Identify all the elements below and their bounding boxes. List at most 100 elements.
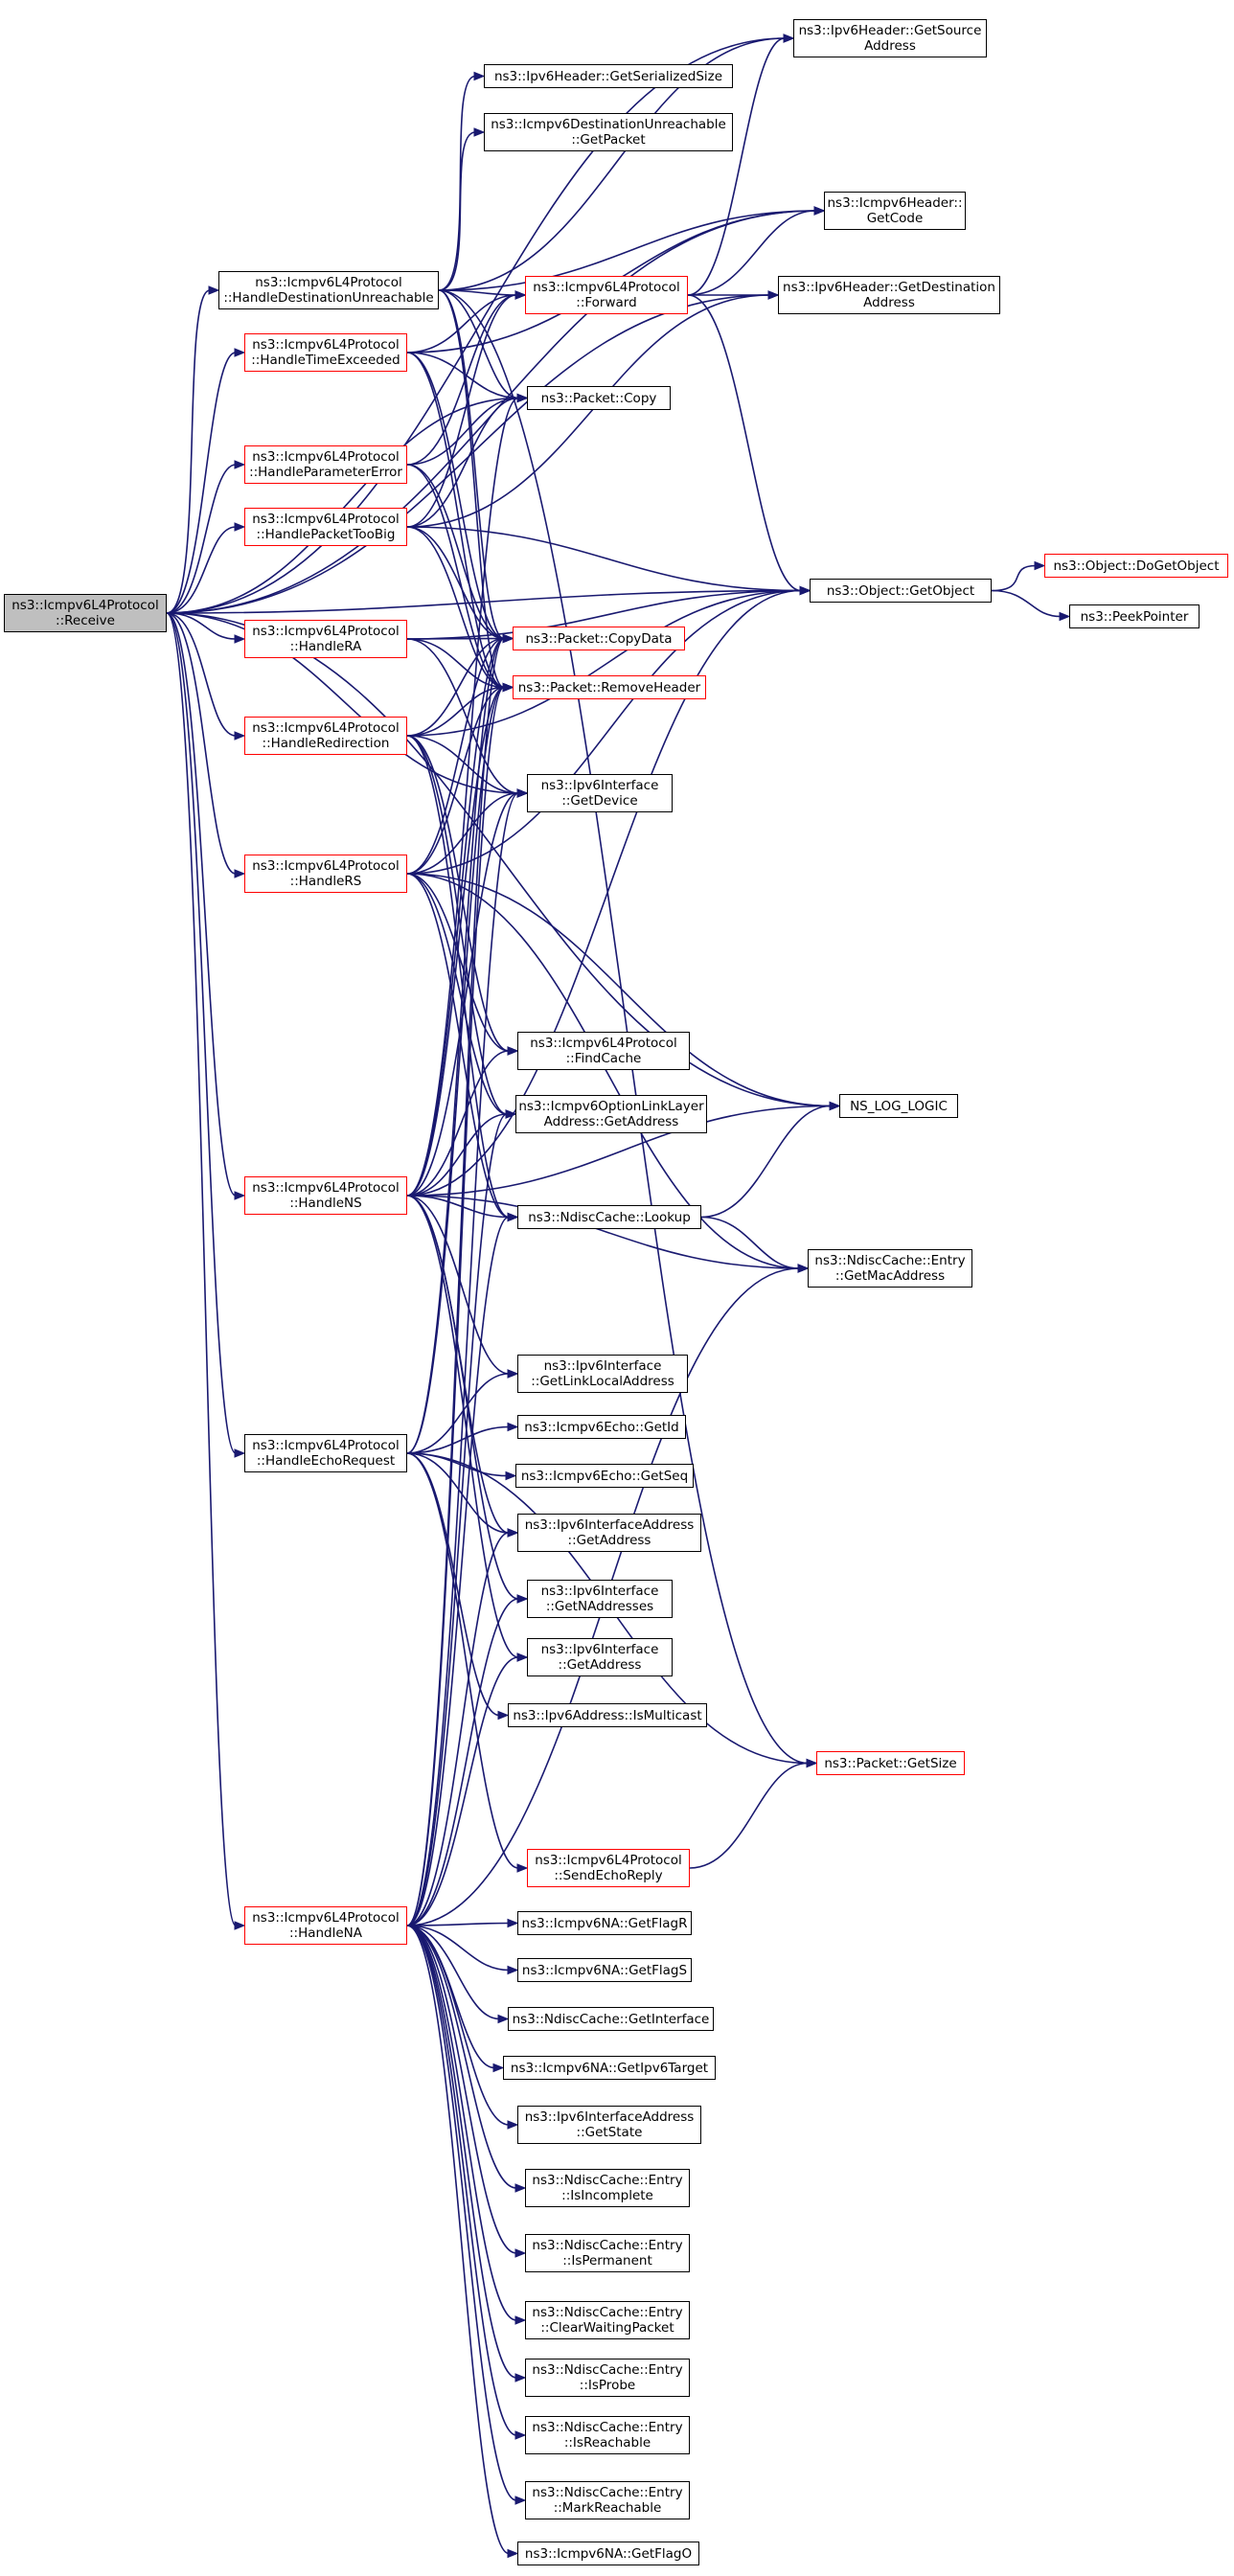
arrowhead-handle_na-to-na_get_flag_s	[507, 1965, 519, 1975]
node-ns-log-logic[interactable]: NS_LOG_LOGIC	[839, 1094, 958, 1118]
arrowhead-handle_na-to-entry_is_probe	[514, 2373, 527, 2382]
node-handle-param-error[interactable]: ns3::Icmpv6L4Protocol ::HandleParameterE…	[244, 445, 407, 484]
edge-receive-to-handle_param_error	[166, 464, 237, 614]
node-ipv6ifaddr-get-state[interactable]: ns3::Ipv6InterfaceAddress ::GetState	[517, 2106, 701, 2144]
arrowhead-receive-to-handle_ns	[234, 1191, 246, 1200]
node-receive: ns3::Icmpv6L4Protocol ::Receive	[4, 594, 167, 632]
node-icmpv6hdr-get-code[interactable]: ns3::Icmpv6Header:: GetCode	[824, 192, 966, 230]
node-handle-time-exceeded[interactable]: ns3::Icmpv6L4Protocol ::HandleTimeExceed…	[244, 333, 407, 372]
edge-object_get_object-to-peek_pointer	[991, 589, 1062, 618]
node-packet-get-size[interactable]: ns3::Packet::GetSize	[816, 1751, 965, 1775]
node-forward[interactable]: ns3::Icmpv6L4Protocol ::Forward	[525, 276, 688, 314]
node-echo-get-id[interactable]: ns3::Icmpv6Echo::GetId	[517, 1415, 686, 1439]
edge-handle_ns-to-opt_link_layer_get_address	[406, 1113, 508, 1197]
node-icmpv6-dest-unreach-get-packet[interactable]: ns3::Icmpv6DestinationUnreachable ::GetP…	[484, 113, 733, 151]
edge-handle_na-to-entry_is_reachable	[406, 1925, 517, 2436]
edge-handle_rs-to-packet_copy_data	[406, 637, 505, 875]
node-packet-copy-data[interactable]: ns3::Packet::CopyData	[513, 627, 685, 650]
edge-receive-to-handle_ns	[166, 612, 237, 1197]
edge-receive-to-handle_echo_req	[166, 612, 237, 1454]
node-na-get-flag-r[interactable]: ns3::Icmpv6NA::GetFlagR	[517, 1911, 692, 1935]
edge-forward-to-icmpv6hdr_get_code	[687, 210, 816, 296]
node-packet-copy[interactable]: ns3::Packet::Copy	[527, 386, 671, 410]
arrowhead-forward-to-ipv6hdr_get_dest	[767, 290, 780, 300]
node-ipv6if-get-device[interactable]: ns3::Ipv6Interface ::GetDevice	[527, 774, 673, 812]
node-handle-ra[interactable]: ns3::Icmpv6L4Protocol ::HandleRA	[244, 620, 407, 658]
node-ndisc-lookup[interactable]: ns3::NdiscCache::Lookup	[517, 1205, 701, 1229]
arrowhead-handle_dest_unreach-to-ipv6hdr_get_serialized	[473, 71, 486, 81]
edge-handle_na-to-ndisc_lookup	[406, 1216, 510, 1926]
edge-handle_ns-to-packet_copy_data	[406, 637, 505, 1197]
edge-handle_dest_unreach-to-icmpv6_dest_unreach_get_packet	[438, 131, 476, 291]
arrowhead-receive-to-handle_ra	[234, 634, 246, 644]
node-handle-redirection[interactable]: ns3::Icmpv6L4Protocol ::HandleRedirectio…	[244, 717, 407, 755]
arrowhead-handle_na-to-ipv6if_get_address	[516, 1653, 529, 1662]
edge-receive-to-handle_pkt_too_big	[166, 526, 237, 614]
arrowhead-ndisc_lookup-to-ns_log_logic	[829, 1101, 841, 1111]
edge-handle_redirection-to-packet_remove_header	[406, 686, 505, 737]
edge-handle_ns-to-ndisc_entry_get_mac	[406, 1195, 800, 1269]
edge-handle_rs-to-find_cache	[406, 873, 510, 1052]
node-ipv6ifaddr-get-address[interactable]: ns3::Ipv6InterfaceAddress ::GetAddress	[517, 1514, 701, 1552]
node-na-get-flag-s[interactable]: ns3::Icmpv6NA::GetFlagS	[517, 1958, 692, 1982]
node-entry-is-reachable[interactable]: ns3::NdiscCache::Entry ::IsReachable	[525, 2416, 690, 2454]
node-echo-get-seq[interactable]: ns3::Icmpv6Echo::GetSeq	[515, 1464, 694, 1488]
arrowhead-send_echo_reply-to-packet_get_size	[806, 1758, 818, 1768]
node-entry-is-probe[interactable]: ns3::NdiscCache::Entry ::IsProbe	[525, 2359, 690, 2397]
node-ipv6hdr-get-serialized[interactable]: ns3::Ipv6Header::GetSerializedSize	[484, 64, 733, 88]
node-packet-remove-header[interactable]: ns3::Packet::RemoveHeader	[513, 675, 706, 699]
node-handle-echo-req[interactable]: ns3::Icmpv6L4Protocol ::HandleEchoReques…	[244, 1434, 407, 1472]
edge-handle_rs-to-opt_link_layer_get_address	[406, 873, 508, 1115]
node-send-echo-reply[interactable]: ns3::Icmpv6L4Protocol ::SendEchoReply	[527, 1849, 690, 1887]
edge-handle_na-to-packet_remove_header	[406, 686, 505, 1926]
edge-handle_na-to-entry_is_probe	[406, 1925, 517, 2379]
node-ndisc-get-interface[interactable]: ns3::NdiscCache::GetInterface	[508, 2007, 714, 2031]
node-ipv6if-get-address[interactable]: ns3::Ipv6Interface ::GetAddress	[527, 1638, 673, 1676]
node-ipv6hdr-get-dest[interactable]: ns3::Ipv6Header::GetDestination Address	[778, 276, 1000, 314]
arrowhead-receive-to-handle_na	[234, 1921, 246, 1930]
node-peek-pointer[interactable]: ns3::PeekPointer	[1069, 604, 1200, 628]
node-object-get-object[interactable]: ns3::Object::GetObject	[810, 579, 992, 603]
node-ipv6hdr-get-source[interactable]: ns3::Ipv6Header::GetSource Address	[793, 19, 987, 57]
edge-handle_time_exceeded-to-packet_remove_header	[406, 352, 505, 689]
arrowhead-forward-to-object_get_object	[799, 585, 811, 596]
node-handle-na[interactable]: ns3::Icmpv6L4Protocol ::HandleNA	[244, 1906, 407, 1945]
edge-handle_na-to-na_get_flag_s	[406, 1925, 510, 1972]
node-handle-pkt-too-big[interactable]: ns3::Icmpv6L4Protocol ::HandlePacketTooB…	[244, 508, 407, 546]
node-ipv6addr-is-multicast[interactable]: ns3::Ipv6Address::IsMulticast	[508, 1703, 707, 1727]
edge-handle_dest_unreach-to-packet_remove_header	[438, 289, 505, 689]
node-ipv6if-get-link-local[interactable]: ns3::Ipv6Interface ::GetLinkLocalAddress	[517, 1355, 688, 1393]
edge-ndisc_lookup-to-ndisc_entry_get_mac	[700, 1216, 800, 1269]
arrowhead-handle_na-to-entry_clear_waiting	[514, 2315, 527, 2325]
node-entry-clear-waiting[interactable]: ns3::NdiscCache::Entry ::ClearWaitingPac…	[525, 2301, 690, 2339]
edge-handle_redirection-to-ipv6if_get_device	[406, 735, 519, 794]
edge-handle_redirection-to-packet_copy_data	[406, 637, 505, 737]
arrowhead-handle_na-to-packet_remove_header	[502, 682, 514, 693]
node-entry-is-permanent[interactable]: ns3::NdiscCache::Entry ::IsPermanent	[525, 2234, 690, 2272]
node-handle-rs[interactable]: ns3::Icmpv6L4Protocol ::HandleRS	[244, 855, 407, 893]
node-handle-dest-unreach[interactable]: ns3::Icmpv6L4Protocol ::HandleDestinatio…	[218, 271, 439, 309]
edge-handle_na-to-ndisc_get_interface	[406, 1925, 500, 2020]
edge-handle_dest_unreach-to-packet_get_size	[438, 289, 809, 1765]
node-entry-mark-reachable[interactable]: ns3::NdiscCache::Entry ::MarkReachable	[525, 2481, 690, 2519]
arrowhead-ndisc_lookup-to-ndisc_entry_get_mac	[797, 1264, 810, 1273]
node-entry-is-incomplete[interactable]: ns3::NdiscCache::Entry ::IsIncomplete	[525, 2169, 690, 2207]
edge-handle_dest_unreach-to-packet_copy_data	[438, 289, 505, 640]
node-na-get-ipv6-target[interactable]: ns3::Icmpv6NA::GetIpv6Target	[503, 2056, 716, 2080]
arrowhead-handle_na-to-ndisc_get_interface	[497, 2014, 510, 2024]
edge-handle_na-to-entry_mark_reachable	[406, 1925, 517, 2501]
edge-receive-to-packet_copy	[166, 397, 519, 614]
arrowhead-handle_echo_req-to-ipv6if_get_link_local	[507, 1369, 519, 1379]
arrowhead-forward-to-ipv6hdr_get_source	[783, 34, 795, 43]
node-ipv6if-get-naddresses[interactable]: ns3::Ipv6Interface ::GetNAddresses	[527, 1580, 673, 1618]
node-object-do-get-object[interactable]: ns3::Object::DoGetObject	[1044, 554, 1228, 578]
node-handle-ns[interactable]: ns3::Icmpv6L4Protocol ::HandleNS	[244, 1176, 407, 1215]
arrowhead-handle_echo_req-to-echo_get_seq	[505, 1470, 517, 1481]
edge-ndisc_lookup-to-ns_log_logic	[700, 1105, 832, 1219]
edge-handle_ns-to-ipv6if_get_link_local	[406, 1195, 510, 1375]
node-find-cache[interactable]: ns3::Icmpv6L4Protocol ::FindCache	[517, 1032, 690, 1070]
node-opt-link-layer-get-address[interactable]: ns3::Icmpv6OptionLinkLayer Address::GetA…	[515, 1095, 707, 1133]
node-ndisc-entry-get-mac[interactable]: ns3::NdiscCache::Entry ::GetMacAddress	[808, 1249, 972, 1288]
node-na-get-flag-o[interactable]: ns3::Icmpv6NA::GetFlagO	[517, 2542, 699, 2565]
